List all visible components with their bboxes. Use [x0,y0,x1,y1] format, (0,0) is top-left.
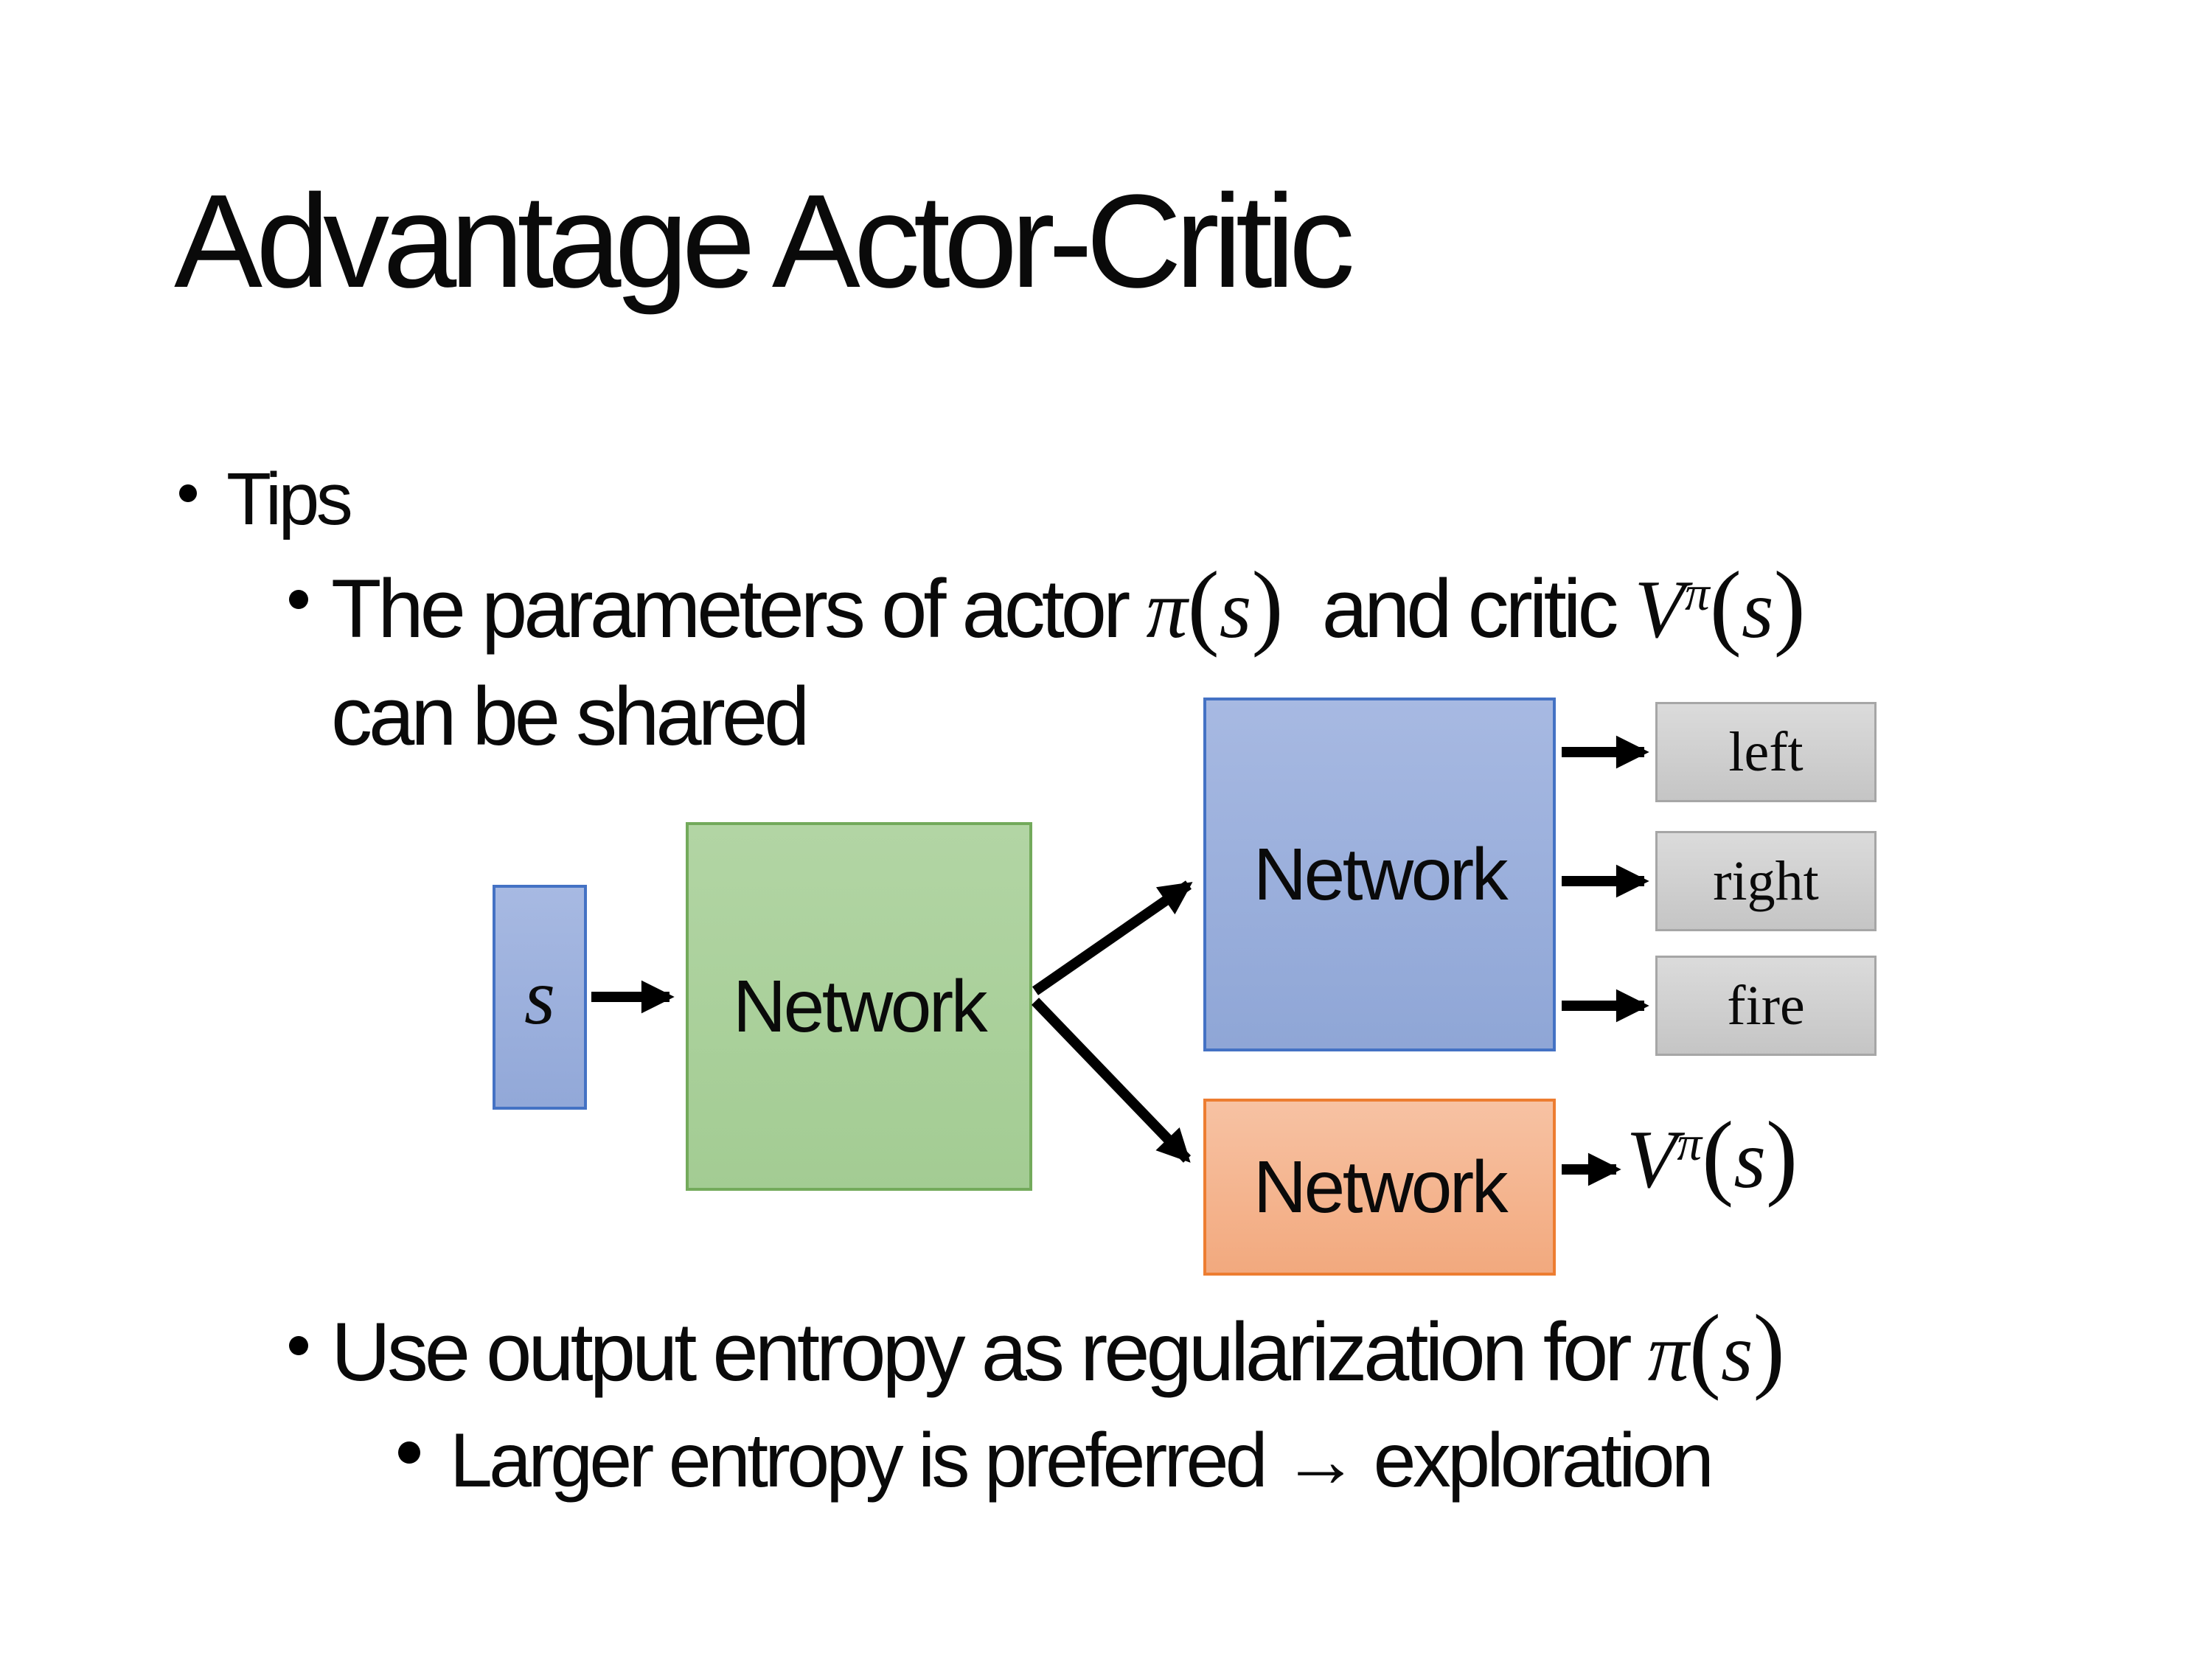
tip-entropy-regularization: Use output entropy as regularization for… [331,1298,1785,1408]
shared-network-box: Network [686,822,1032,1191]
arrow-shared-to-critic [1031,998,1192,1163]
tip1-pre: The parameters of actor [331,563,1147,655]
action-label-right: right [1713,849,1819,912]
math-paren-open: ( [1187,552,1220,658]
tip2-pre: Use output entropy as regularization for [331,1306,1648,1398]
state-input-box: s [493,885,587,1110]
arrow-shared-to-actor [1032,880,1193,995]
bullet-dot [289,1336,308,1355]
math-pi: π [1146,564,1188,655]
tip1-mid: and critic [1283,563,1635,655]
shared-network-label: Network [732,964,988,1048]
action-box-right: right [1655,831,1877,931]
action-label-fire: fire [1727,974,1805,1037]
value-output-label: Vπ(s) [1627,1107,1798,1203]
math-pi: π [1647,1307,1689,1399]
math-s: s [1733,1114,1766,1206]
math-V: V [1634,564,1686,655]
bullet-tips: Tips [226,458,353,540]
math-sup-pi: π [1677,1116,1703,1172]
bullet-dot [179,484,197,502]
tip-shared-parameters-line1: The parameters of actor π(s) and critic … [331,555,1806,664]
actor-network-label: Network [1253,832,1509,916]
page-title: Advantage Actor-Critic [174,167,1355,316]
bullet-dot [289,590,308,609]
math-s: s [1741,564,1774,655]
math-sup-pi: π [1685,566,1710,622]
tip-shared-parameters-line2: can be shared [331,670,810,762]
action-box-left: left [1655,702,1877,802]
bullet-dot [398,1441,420,1464]
math-paren-open: ( [1688,1295,1721,1402]
math-paren-close: ) [1765,1102,1798,1208]
tip-larger-entropy: Larger entropy is preferred → exploratio… [450,1418,1714,1503]
action-box-fire: fire [1655,956,1877,1056]
critic-network-box: Network [1203,1099,1556,1276]
math-s: s [1720,1307,1753,1399]
math-s: s [1219,564,1252,655]
math-paren-close: ) [1251,552,1284,658]
math-paren-close: ) [1753,1295,1785,1402]
math-paren-open: ( [1709,552,1742,658]
math-paren-open: ( [1702,1102,1734,1208]
critic-network-label: Network [1253,1145,1509,1228]
action-label-left: left [1728,720,1804,783]
state-label: s [524,953,556,1041]
actor-network-box: Network [1203,698,1556,1051]
math-V: V [1627,1114,1677,1206]
math-paren-close: ) [1773,552,1806,658]
